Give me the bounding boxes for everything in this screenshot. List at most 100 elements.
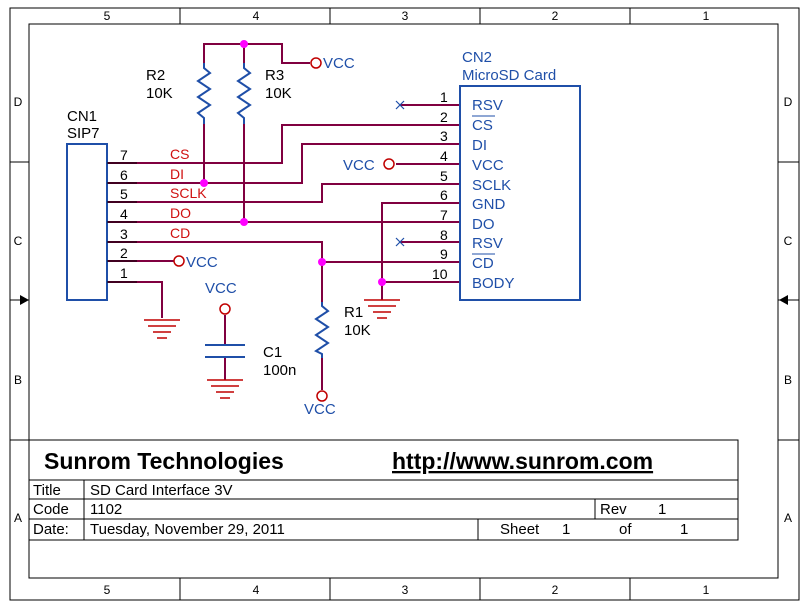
col-label-top: 5 [104, 9, 111, 23]
cn2-signal-names: RSV CS DI VCC SCLK GND DO RSV CD BODY [472, 97, 515, 292]
title-label: Title [33, 482, 61, 499]
cn1-ref: CN1 [67, 108, 97, 125]
cn1-pin-numbers: 7 6 5 4 3 2 1 [120, 147, 128, 281]
cn2-signal-overbar: CD [472, 255, 494, 272]
vcc-label-cn2: VCC [343, 157, 375, 174]
cn2-pin-number: 10 [432, 266, 448, 282]
sheet-value: 1 [562, 521, 570, 538]
row-label-left: D [14, 95, 23, 109]
ground-symbols [144, 299, 400, 399]
cn2-signal: DI [472, 137, 487, 154]
cn2-signal: VCC [472, 157, 504, 174]
vcc-label-c1: VCC [205, 280, 237, 297]
cn2-overbars [472, 115, 495, 255]
row-label-left: C [14, 234, 23, 248]
row-label-left: A [14, 511, 22, 525]
cn2-signal: RSV [472, 235, 503, 252]
col-label-bottom: 4 [253, 583, 260, 597]
sheet-frame [9, 7, 800, 601]
r3-symbol [236, 63, 252, 124]
cn1-pin-ticks [107, 162, 137, 283]
r3-value: 10K [265, 85, 292, 102]
ground-symbol [364, 299, 400, 319]
cn2-pin-number: 1 [440, 89, 448, 105]
net-label-sclk: SCLK [170, 185, 207, 201]
cn2-value: MicroSD Card [462, 67, 556, 84]
row-label-right: C [784, 234, 793, 248]
net-label-cs: CS [170, 146, 189, 162]
junction-dot [318, 258, 326, 266]
ground-symbol [207, 379, 243, 399]
r1-value: 10K [344, 322, 371, 339]
cn2-signal: BODY [472, 275, 515, 292]
vcc-port [173, 255, 185, 267]
junction-dot [240, 218, 248, 226]
frame-column-labels: 5 4 3 2 1 5 4 3 2 1 [104, 9, 710, 597]
r2-ref: R2 [146, 67, 165, 84]
cn2-body [459, 85, 581, 301]
cn1-pin-number: 3 [120, 226, 128, 242]
col-label-bottom: 1 [703, 583, 710, 597]
junction-dot [240, 40, 248, 48]
cn2-pin-number: 5 [440, 168, 448, 184]
col-label-top: 4 [253, 9, 260, 23]
vcc-port [219, 303, 231, 315]
row-label-right: A [784, 511, 792, 525]
cn2-pin-number: 7 [440, 207, 448, 223]
rev-label: Rev [600, 501, 627, 518]
col-label-bottom: 5 [104, 583, 111, 597]
company-name: Sunrom Technologies [44, 448, 284, 474]
no-connect-markers [395, 100, 405, 247]
cn2-ref: CN2 [462, 49, 492, 66]
cn2-signal: RSV [472, 97, 503, 114]
vcc-port [383, 158, 395, 170]
cn1-pin-number: 1 [120, 265, 128, 281]
r2-value: 10K [146, 85, 173, 102]
vcc-label-cn1: VCC [186, 254, 218, 271]
cn2-pin-number: 3 [440, 128, 448, 144]
cn2-pin-number: 2 [440, 109, 448, 125]
c1-ref: C1 [263, 344, 282, 361]
c1-value: 100n [263, 362, 296, 379]
net-labels: CS DI SCLK DO CD [170, 146, 207, 241]
cn1-pin-number: 6 [120, 167, 128, 183]
r3-ref: R3 [265, 67, 284, 84]
net-label-di: DI [170, 166, 184, 182]
cn1-pin-number: 4 [120, 206, 128, 222]
vcc-label-r-top: VCC [323, 55, 355, 72]
cn1-pin-number: 2 [120, 245, 128, 261]
title-value: SD Card Interface 3V [90, 482, 233, 499]
cn2-pin-numbers: 1 2 3 4 5 6 7 8 9 10 [432, 89, 448, 282]
date-value: Tuesday, November 29, 2011 [90, 521, 285, 538]
cn1-pin-number: 7 [120, 147, 128, 163]
r1-ref: R1 [344, 304, 363, 321]
company-url[interactable]: http://www.sunrom.com [392, 448, 653, 474]
cn1-pin-number: 5 [120, 186, 128, 202]
frame-row-labels: D C B A D C B A [14, 95, 793, 525]
cn2-pin-number: 9 [440, 246, 448, 262]
of-value: 1 [680, 521, 688, 538]
net-label-do: DO [170, 205, 191, 221]
col-label-top: 2 [552, 9, 559, 23]
vcc-port [316, 390, 328, 402]
row-label-left: B [14, 373, 22, 387]
col-label-bottom: 3 [402, 583, 409, 597]
row-label-right: D [784, 95, 793, 109]
col-label-bottom: 2 [552, 583, 559, 597]
net-label-cd: CD [170, 225, 190, 241]
cn2-pin-number: 4 [440, 148, 448, 164]
title-block [28, 439, 739, 541]
rev-value: 1 [658, 501, 666, 518]
vcc-ports [173, 57, 395, 402]
cn1-body [66, 143, 108, 301]
row-label-right: B [784, 373, 792, 387]
col-label-top: 1 [703, 9, 710, 23]
sheet-label: Sheet [500, 521, 540, 538]
vcc-port [310, 57, 322, 69]
cn2-signal: GND [472, 196, 506, 213]
col-label-top: 3 [402, 9, 409, 23]
cn2-signal: DO [472, 216, 495, 233]
code-value: 1102 [90, 501, 122, 518]
